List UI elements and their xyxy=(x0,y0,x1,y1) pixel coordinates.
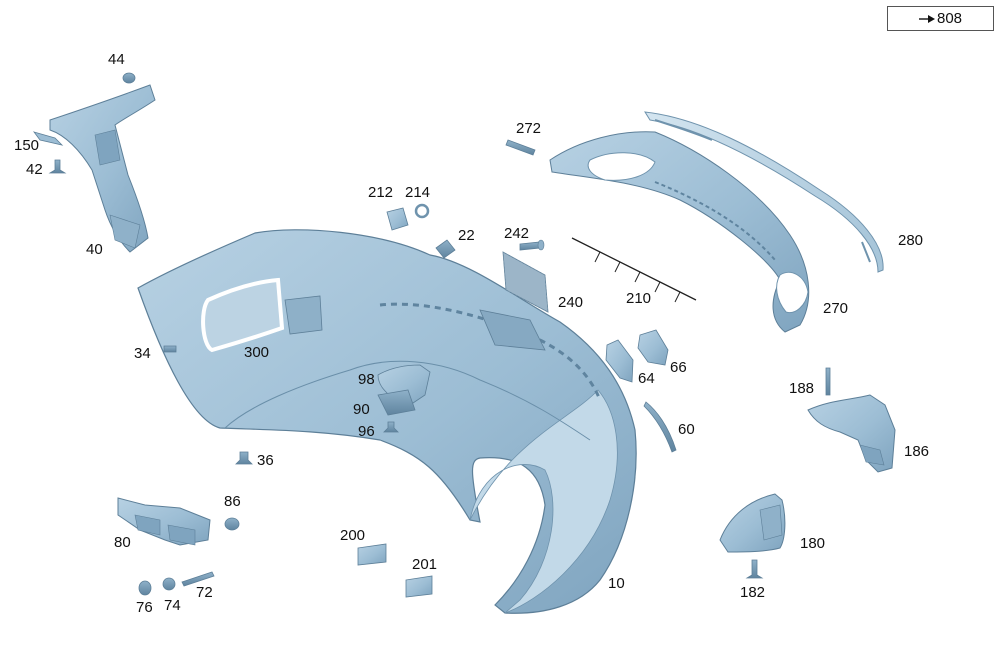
part-label: 80 xyxy=(114,534,131,551)
part-label: 10 xyxy=(608,575,625,592)
cover-part-201 xyxy=(405,575,433,598)
bracket-part-64 xyxy=(605,339,634,383)
clip-part-44 xyxy=(122,72,136,84)
strip-part-60 xyxy=(643,401,677,453)
part-label: 240 xyxy=(558,294,584,311)
bracket-part-80 xyxy=(117,497,211,546)
screw-part-96 xyxy=(383,421,399,433)
part-label: 34 xyxy=(134,345,151,362)
part-label: 272 xyxy=(516,120,542,137)
ring-part-214 xyxy=(414,203,430,219)
part-label: 182 xyxy=(740,584,766,601)
screw-part-188 xyxy=(825,367,831,396)
part-label: 186 xyxy=(904,443,930,460)
bracket-part-186 xyxy=(807,394,896,473)
part-label: 280 xyxy=(898,232,924,249)
diffuser-part-270 xyxy=(549,131,810,333)
part-label: 40 xyxy=(86,241,103,258)
part-label: 200 xyxy=(340,527,366,544)
part-label: 66 xyxy=(670,359,687,376)
screw-part-34 xyxy=(163,345,177,353)
part-label: 22 xyxy=(458,227,475,244)
reference-box[interactable]: 808 xyxy=(887,6,994,31)
part-label: 64 xyxy=(638,370,655,387)
part-label: 270 xyxy=(823,300,849,317)
mesh-panel-part-240 xyxy=(502,251,549,313)
part-label: 98 xyxy=(358,371,375,388)
bracket-part-22 xyxy=(435,239,456,259)
bracket-part-40 xyxy=(49,84,156,253)
part-label: 201 xyxy=(412,556,438,573)
part-label: 214 xyxy=(405,184,431,201)
part-label: 44 xyxy=(108,51,125,68)
part-label: 180 xyxy=(800,535,826,552)
part-label: 96 xyxy=(358,423,375,440)
part-label: 242 xyxy=(504,225,530,242)
housing-part-180 xyxy=(719,493,786,553)
bumper-cover-part-10 xyxy=(137,229,637,614)
cover-part-200 xyxy=(357,543,387,566)
bracket-part-66 xyxy=(637,329,669,366)
grille-part-300 xyxy=(201,277,285,353)
part-label: 188 xyxy=(789,380,815,397)
part-label: 210 xyxy=(626,290,652,307)
washer-part-86 xyxy=(224,517,240,531)
part-label: 74 xyxy=(164,597,181,614)
part-label: 76 xyxy=(136,599,153,616)
part-label: 72 xyxy=(196,584,213,601)
part-label: 36 xyxy=(257,452,274,469)
sensor-housing-part-212 xyxy=(386,207,409,231)
reference-number: 808 xyxy=(936,10,963,27)
washer-part-76 xyxy=(138,580,152,596)
part-label: 150 xyxy=(14,137,40,154)
screw-part-42 xyxy=(48,159,67,174)
part-label: 60 xyxy=(678,421,695,438)
washer-part-74 xyxy=(162,577,176,591)
trim-strip-part-280 xyxy=(644,111,884,273)
arrow-right-icon xyxy=(918,14,935,23)
part-label: 86 xyxy=(224,493,241,510)
part-label: 300 xyxy=(244,344,270,361)
screw-part-182 xyxy=(745,559,764,579)
part-label: 42 xyxy=(26,161,43,178)
part-label: 212 xyxy=(368,184,394,201)
bolt-part-72 xyxy=(181,571,215,587)
bracket-part-90 xyxy=(377,389,416,416)
bolt-part-242 xyxy=(519,239,545,251)
seal-part-150 xyxy=(32,131,64,146)
screw-part-36 xyxy=(235,451,253,465)
wire-harness-part-210 xyxy=(571,237,697,303)
bolt-part-272 xyxy=(505,139,536,156)
part-label: 90 xyxy=(353,401,370,418)
